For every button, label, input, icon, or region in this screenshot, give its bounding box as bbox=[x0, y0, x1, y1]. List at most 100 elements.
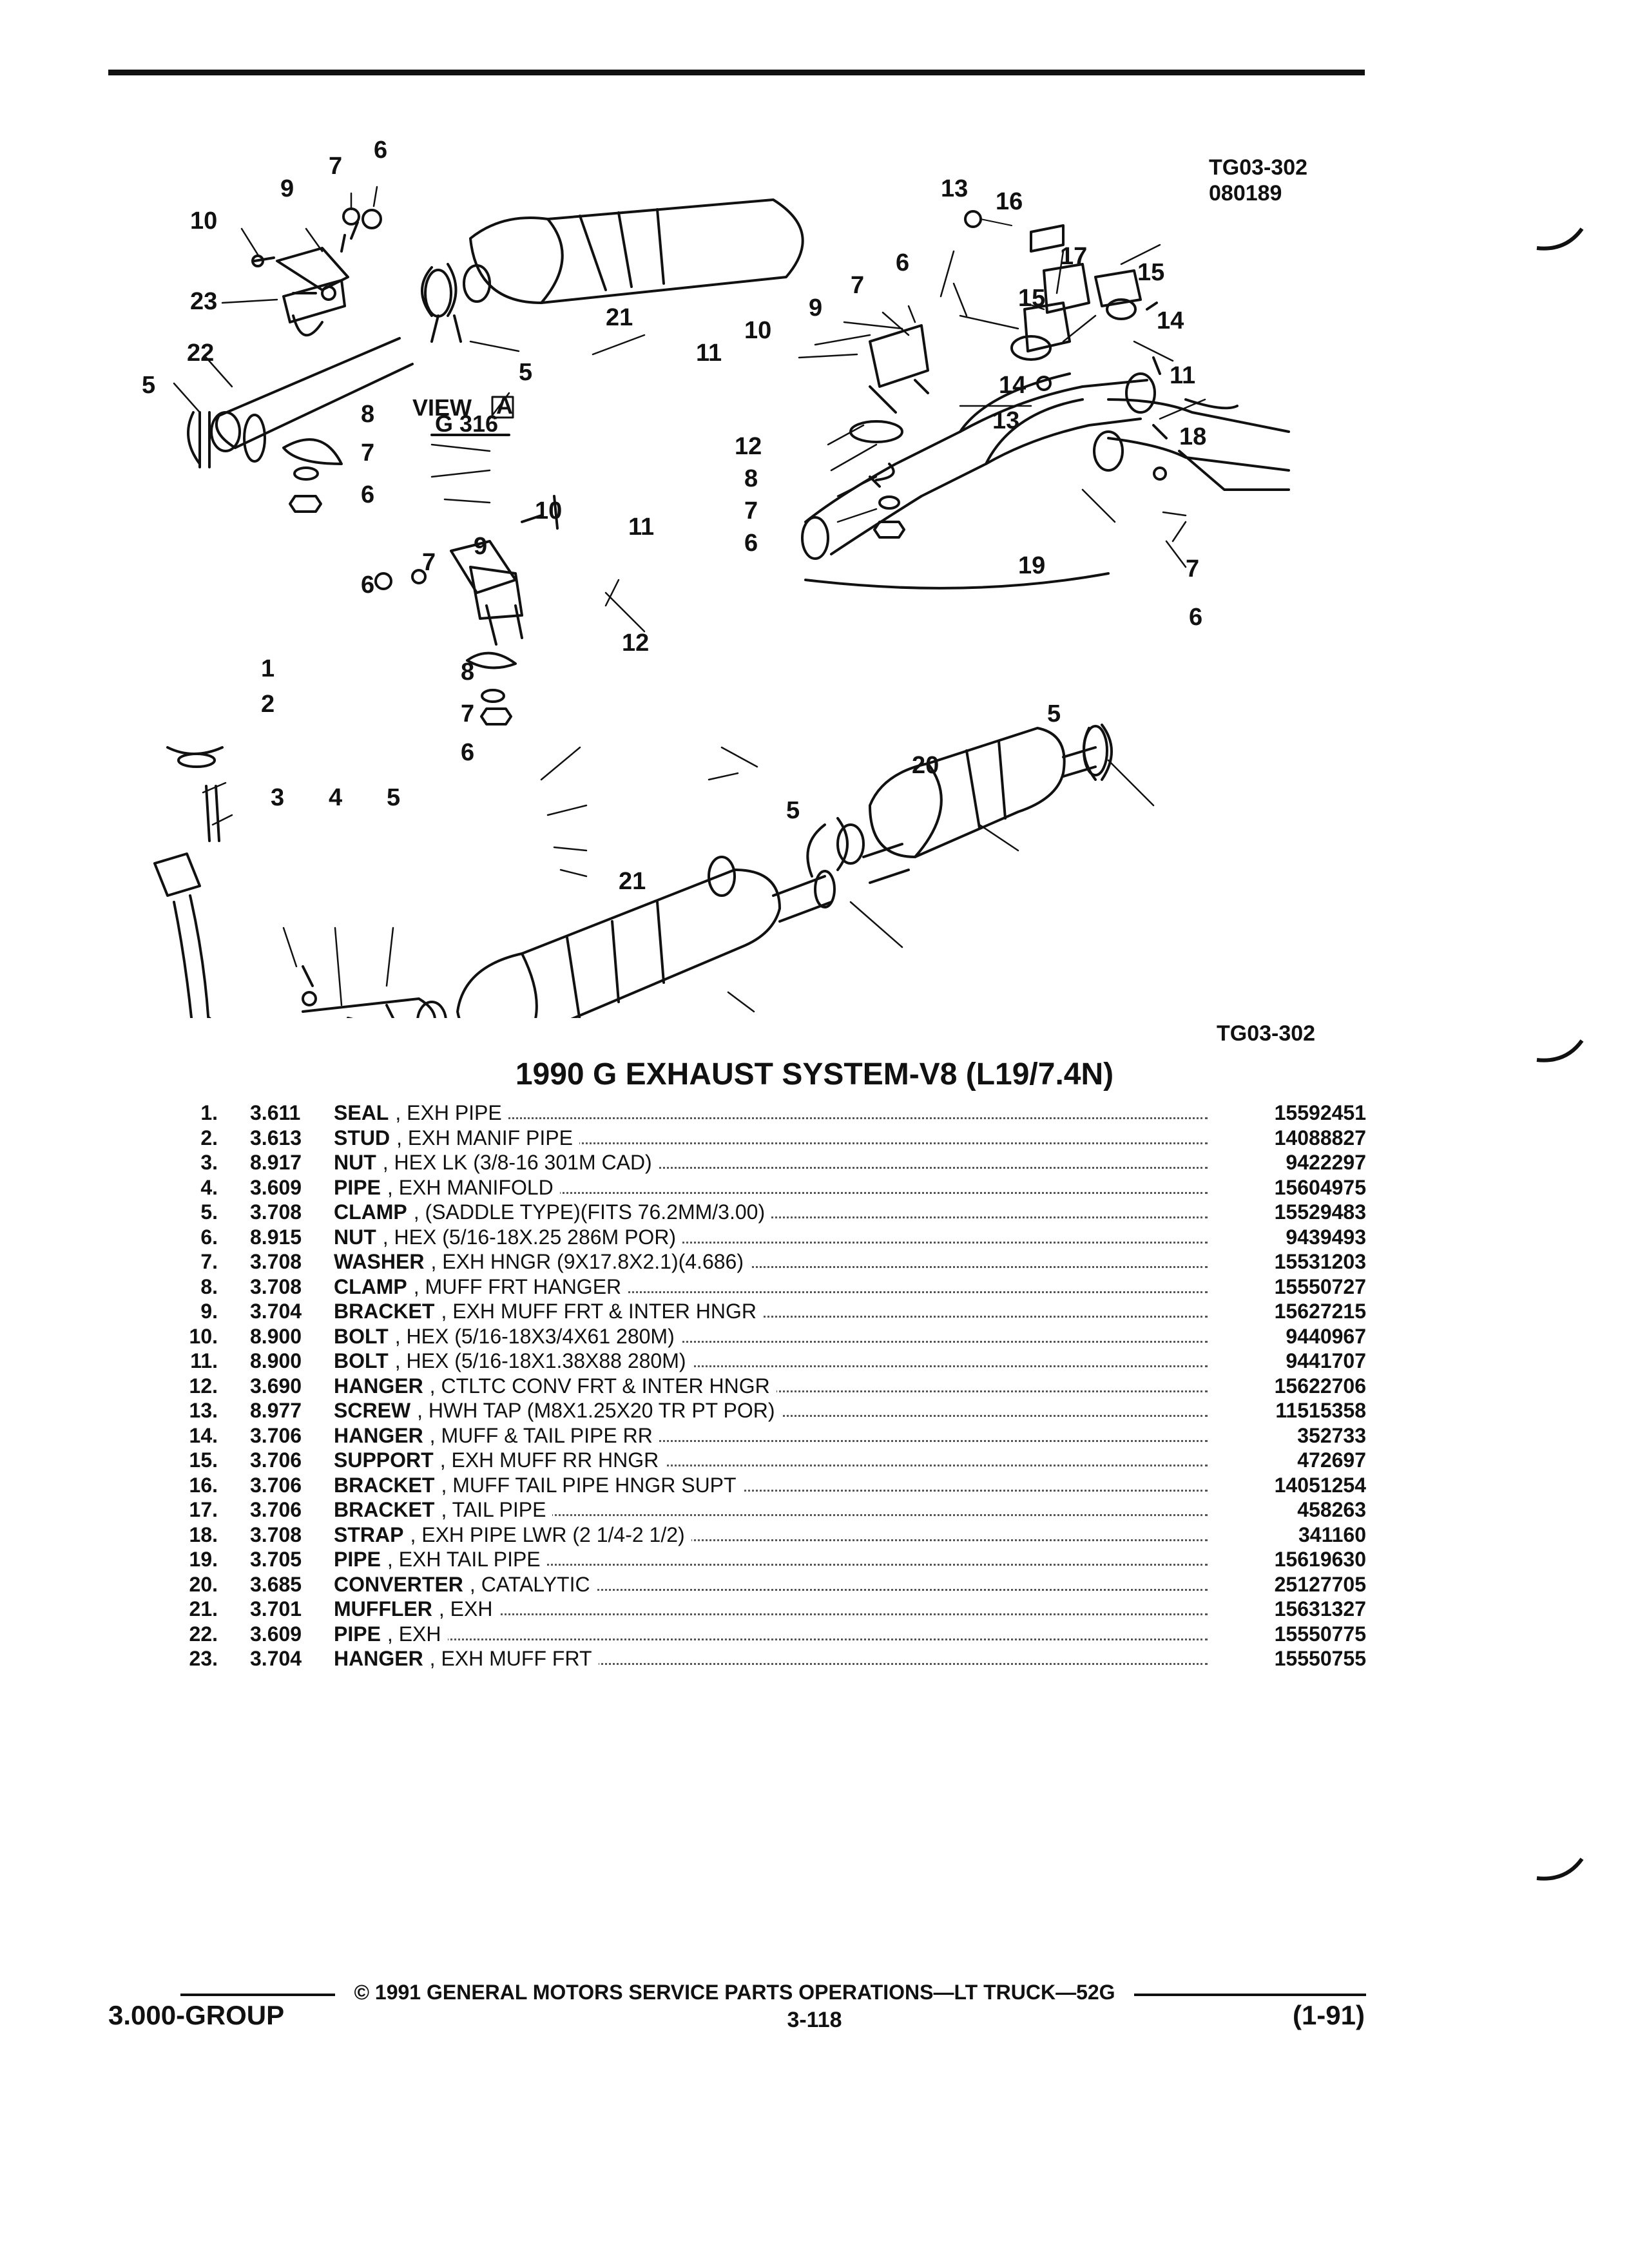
callout-1: 1 bbox=[261, 655, 275, 682]
part-detail: , HEX LK (3/8-16 301M CAD) bbox=[382, 1151, 659, 1174]
part-item-number: 3. bbox=[200, 1151, 218, 1174]
part-item-number: 2. bbox=[200, 1126, 218, 1149]
callout-7: 7 bbox=[851, 272, 864, 299]
callout-22: 22 bbox=[187, 340, 214, 367]
part-group-number: 3.708 bbox=[250, 1200, 302, 1224]
callout-5: 5 bbox=[1047, 700, 1061, 727]
part-number: 9439493 bbox=[1286, 1225, 1366, 1249]
footer-rule-right bbox=[1134, 1994, 1366, 1996]
part-number: 9422297 bbox=[1286, 1151, 1366, 1174]
part-item-number: 10. bbox=[189, 1324, 218, 1348]
part-group-number: 3.685 bbox=[250, 1572, 302, 1596]
part-item-number: 11. bbox=[190, 1349, 218, 1372]
callout-15: 15 bbox=[1137, 259, 1164, 286]
group-label: 3.000-GROUP bbox=[108, 2000, 285, 2030]
part-group-number: 3.708 bbox=[250, 1274, 302, 1298]
part-name: SEAL bbox=[334, 1101, 396, 1124]
part-item-number: 9. bbox=[200, 1300, 218, 1323]
part-item-number: 23. bbox=[189, 1647, 218, 1670]
part-group-number: 3.706 bbox=[250, 1498, 302, 1521]
part-description: PIPE, EXH MANIFOLD bbox=[334, 1175, 1208, 1200]
part-group-number: 3.706 bbox=[250, 1448, 302, 1472]
ref-code-bottom: TG03-302 bbox=[1217, 1021, 1316, 1046]
part-name: NUT bbox=[334, 1151, 383, 1174]
callout-10: 10 bbox=[535, 497, 562, 524]
leader-lines bbox=[173, 186, 1206, 1013]
callout-6: 6 bbox=[1189, 604, 1202, 631]
part-detail: , HWH TAP (M8X1.25X20 TR PT POR) bbox=[417, 1399, 782, 1422]
part-number: 15592451 bbox=[1274, 1101, 1366, 1124]
part-description: NUT, HEX (5/16-18X.25 286M POR) bbox=[334, 1225, 1208, 1249]
part-name: BRACKET bbox=[334, 1300, 441, 1323]
part-detail: , EXH MANIFOLD bbox=[387, 1175, 560, 1199]
view-code: G 316 bbox=[435, 410, 498, 437]
part-description: CONVERTER, CATALYTIC bbox=[334, 1572, 1208, 1597]
top-rule bbox=[108, 70, 1365, 75]
margin-mark bbox=[1536, 1858, 1584, 1881]
part-group-number: 3.708 bbox=[250, 1250, 302, 1273]
part-name: SCREW bbox=[334, 1399, 418, 1422]
view-label: VIEW bbox=[412, 394, 472, 421]
part-description: CLAMP, MUFF FRT HANGER bbox=[334, 1274, 1208, 1299]
part-group-number: 8.917 bbox=[250, 1151, 302, 1174]
callout-9: 9 bbox=[809, 294, 822, 322]
callout-5: 5 bbox=[786, 797, 800, 824]
callout-6: 6 bbox=[361, 572, 374, 599]
callout-9: 9 bbox=[474, 533, 487, 560]
part-name: NUT bbox=[334, 1225, 383, 1249]
part-group-number: 3.611 bbox=[250, 1101, 301, 1124]
callout-19: 19 bbox=[1018, 552, 1045, 579]
part-description: HANGER, CTLTC CONV FRT & INTER HNGR bbox=[334, 1374, 1208, 1398]
part-item-number: 16. bbox=[189, 1473, 218, 1497]
callout-5: 5 bbox=[387, 784, 400, 811]
part-name: PIPE bbox=[334, 1548, 387, 1571]
parts-row: 3. 8.917 NUT, HEX LK (3/8-16 301M CAD) 9422… bbox=[168, 1150, 1366, 1175]
callout-14: 14 bbox=[1157, 307, 1184, 334]
part-number: 15529483 bbox=[1274, 1200, 1366, 1224]
part-group-number: 8.900 bbox=[250, 1324, 302, 1348]
lower-muffler-converter bbox=[456, 724, 1113, 1042]
part-name: HANGER bbox=[334, 1647, 430, 1670]
part-detail: , HEX (5/16-18X.25 286M POR) bbox=[382, 1225, 683, 1249]
revision-date: (1-91) bbox=[1292, 2000, 1365, 2030]
part-detail: , EXH HNGR (9X17.8X2.1)(4.686) bbox=[430, 1250, 750, 1273]
part-description: BRACKET, TAIL PIPE bbox=[334, 1497, 1208, 1522]
part-item-number: 14. bbox=[189, 1423, 218, 1447]
part-number: 14088827 bbox=[1274, 1126, 1366, 1149]
part-description: BRACKET, MUFF TAIL PIPE HNGR SUPT bbox=[334, 1473, 1208, 1497]
callout-8: 8 bbox=[361, 401, 374, 428]
part-item-number: 15. bbox=[189, 1448, 218, 1472]
part-number: 14051254 bbox=[1274, 1473, 1366, 1497]
part-description: BOLT, HEX (5/16-18X3/4X61 280M) bbox=[334, 1324, 1208, 1349]
callout-8: 8 bbox=[744, 465, 758, 492]
part-detail: , EXH bbox=[387, 1622, 448, 1646]
part-detail: , CATALYTIC bbox=[469, 1572, 597, 1596]
part-detail: , TAIL PIPE bbox=[441, 1498, 553, 1521]
part-number: 15550727 bbox=[1274, 1274, 1366, 1298]
part-name: SUPPORT bbox=[334, 1448, 440, 1472]
part-number: 9440967 bbox=[1286, 1324, 1366, 1348]
view-letter: A bbox=[496, 392, 513, 419]
part-item-number: 18. bbox=[189, 1523, 218, 1546]
part-number: 15531203 bbox=[1274, 1250, 1366, 1273]
callout-3: 3 bbox=[271, 784, 284, 811]
part-item-number: 8. bbox=[200, 1274, 218, 1298]
part-number: 11515358 bbox=[1275, 1399, 1366, 1422]
callout-9: 9 bbox=[280, 175, 294, 202]
part-detail: , MUFF FRT HANGER bbox=[413, 1274, 628, 1298]
part-detail: , (SADDLE TYPE)(FITS 76.2MM/3.00) bbox=[413, 1200, 772, 1224]
callout-7: 7 bbox=[744, 497, 758, 524]
part-item-number: 4. bbox=[200, 1175, 218, 1199]
part-number: 352733 bbox=[1297, 1423, 1366, 1447]
part-group-number: 3.708 bbox=[250, 1523, 302, 1546]
part-number: 15622706 bbox=[1274, 1374, 1366, 1398]
part-number: 25127705 bbox=[1274, 1572, 1366, 1596]
callout-7: 7 bbox=[1186, 555, 1199, 582]
ref-code-top: TG03-302 bbox=[1209, 155, 1308, 180]
